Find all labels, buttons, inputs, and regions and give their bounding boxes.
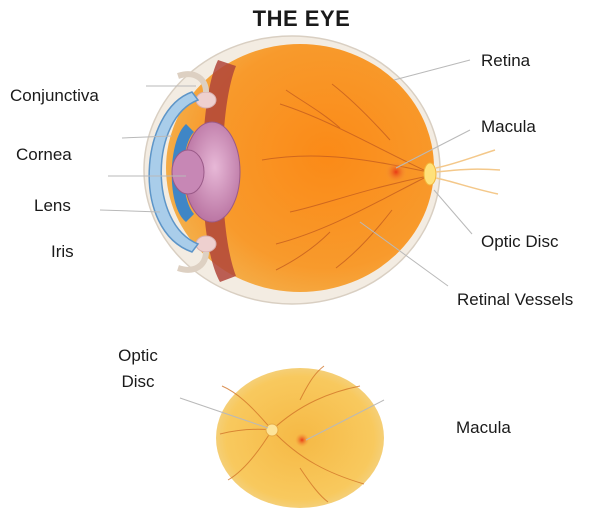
label-macula: Macula [481, 117, 536, 137]
label-fundus-optic-disc: Optic Disc [108, 343, 168, 395]
label-optic-disc: Optic Disc [481, 232, 558, 252]
conjunctiva-bottom [196, 236, 216, 252]
label-lens: Lens [34, 196, 71, 216]
label-iris: Iris [51, 242, 74, 262]
label-fundus-macula: Macula [456, 418, 511, 438]
optic-disc-spot [424, 163, 436, 185]
label-conjunctiva: Conjunctiva [10, 86, 99, 106]
fundus-optic-disc-spot [266, 424, 278, 436]
label-fundus-optic-line2: Disc [108, 369, 168, 395]
conjunctiva-top [196, 92, 216, 108]
label-retinal-vessels: Retinal Vessels [457, 290, 573, 310]
label-fundus-optic-line1: Optic [108, 343, 168, 369]
label-retina: Retina [481, 51, 530, 71]
label-cornea: Cornea [16, 145, 72, 165]
optic-nerve [436, 150, 500, 194]
